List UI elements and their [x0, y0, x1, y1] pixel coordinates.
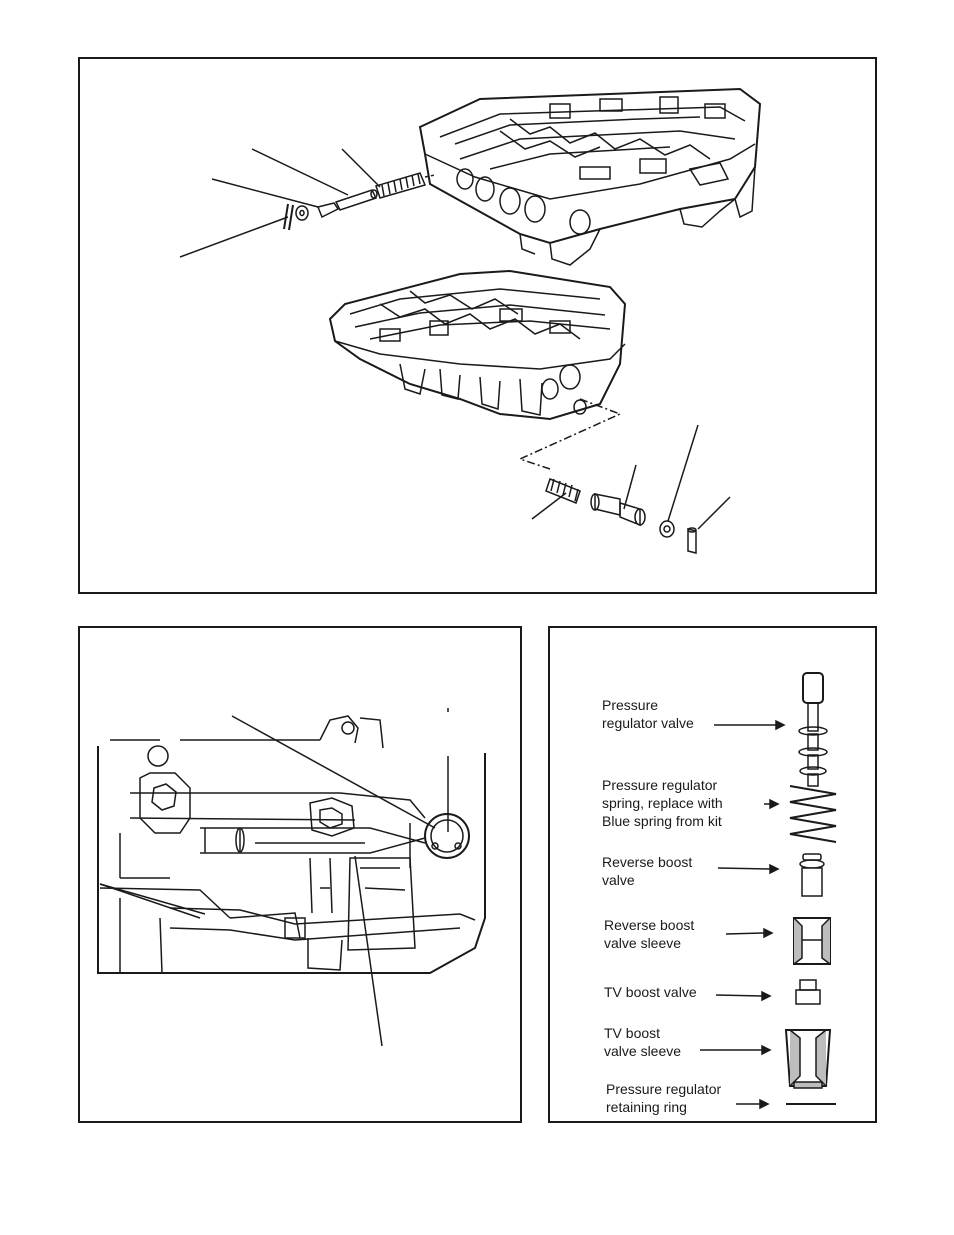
lower-parts-stack: [545, 478, 697, 554]
lower-leader-lines: [531, 424, 731, 530]
upper-valve-body: [418, 87, 762, 266]
reverse-boost-valve-icon: [799, 853, 825, 897]
label-pressure-regulator-valve: Pressure regulator valve: [602, 697, 694, 731]
upper-parts-stack: [283, 172, 436, 231]
reverse-boost-valve-sleeve-icon: [793, 917, 831, 965]
legend-arrows: [700, 719, 786, 1110]
parts-legend-panel: Pressure regulator valve Pressure regula…: [548, 626, 877, 1123]
pressure-regulator-valve-icon: [798, 672, 828, 787]
installed-view-panel: [78, 626, 522, 1123]
label-tv-boost-valve: TV boost valve: [604, 984, 697, 1000]
exploded-view-drawing: [179, 87, 762, 554]
upper-leader-lines: [179, 148, 381, 258]
installed-view-drawing: [97, 708, 486, 1047]
label-pressure-regulator-spring: Pressure regulator spring, replace with …: [602, 777, 723, 829]
exploded-valve-body-panel: [78, 57, 877, 594]
alignment-path: [517, 398, 622, 470]
label-tv-boost-valve-sleeve: TV boost valve sleeve: [604, 1025, 682, 1059]
pressure-regulator-spring-icon: [789, 785, 837, 843]
label-retaining-ring: Pressure regulator retaining ring: [606, 1081, 722, 1115]
label-reverse-boost-valve: Reverse boost valve: [602, 854, 693, 888]
tv-boost-valve-sleeve-icon: [784, 1029, 832, 1089]
label-reverse-boost-valve-sleeve: Reverse boost valve sleeve: [604, 917, 695, 951]
tv-boost-valve-icon: [795, 979, 821, 1005]
lower-valve-body: [328, 269, 627, 421]
parts-legend-drawing: [700, 672, 837, 1110]
